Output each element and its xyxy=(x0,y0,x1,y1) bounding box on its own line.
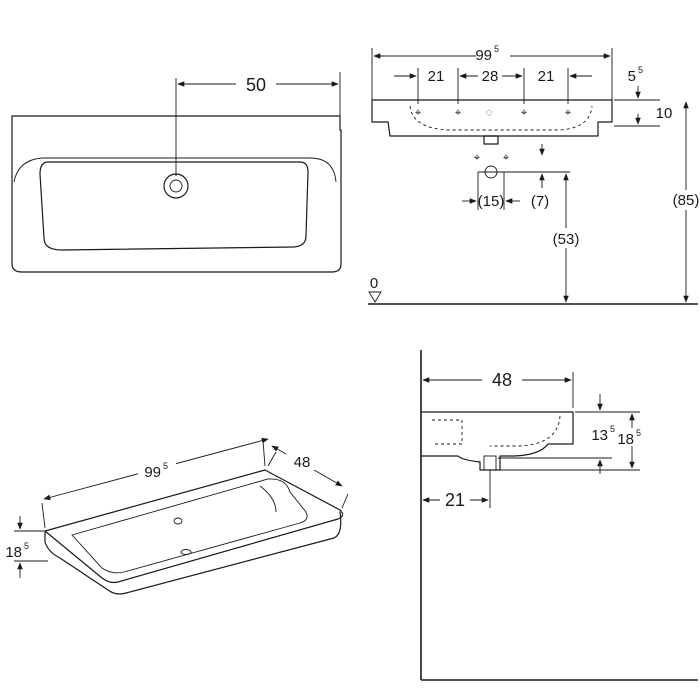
dim-label-waste-height: (53) xyxy=(553,231,580,248)
tap-hole-2-icon: ⌖ xyxy=(455,107,461,119)
basin-side-profile xyxy=(420,411,574,471)
front-view: ⌖ ⌖ ◌ ⌖ ⌖ 99 5 21 28 21 5 5 10 xyxy=(368,44,700,305)
dim-label-mid: 28 xyxy=(482,68,499,85)
dim-label-width: 50 xyxy=(246,75,266,95)
waste-hole-right-icon: ⌖ xyxy=(503,152,509,164)
iso-view: 99 5 48 18 5 xyxy=(5,437,349,595)
dim-label-iso-depth: 48 xyxy=(294,454,311,471)
dim-label-waste-offset: (7) xyxy=(531,193,549,210)
tap-hole-markers: ⌖ ⌖ ◌ ⌖ ⌖ xyxy=(415,107,571,119)
dim-bg xyxy=(548,228,588,248)
dim-bg xyxy=(478,66,502,82)
ext-iso-d xyxy=(267,451,277,467)
overflow-inner-ring xyxy=(169,179,183,193)
side-view: 48 13 5 18 5 21 xyxy=(420,350,698,681)
dim-bg xyxy=(286,450,316,470)
dim-label-side-outer-sup: 5 xyxy=(636,428,641,438)
dim-label-iso-height: 18 xyxy=(5,544,22,561)
dim-label-thickness: 10 xyxy=(656,105,673,122)
dim-label-iso-height-sup: 5 xyxy=(24,541,29,551)
tap-hole-1-icon: ⌖ xyxy=(415,107,421,119)
dim-label-left: 21 xyxy=(428,68,445,85)
basin-outline xyxy=(11,115,342,273)
dim-label-side-waste: 21 xyxy=(445,490,465,510)
waste-spigot xyxy=(483,135,499,145)
dim-bg xyxy=(138,459,176,481)
dim-bg xyxy=(476,44,510,62)
dim-label-bg xyxy=(236,72,276,96)
iso-bowl-floor xyxy=(259,485,277,513)
iso-bowl xyxy=(71,478,308,574)
dim-bg xyxy=(440,488,470,510)
dim-bg xyxy=(620,428,648,446)
ext-iso-r xyxy=(262,440,266,467)
bowl-hidden-line xyxy=(409,105,593,131)
dim-label-side-inner-sup: 5 xyxy=(610,424,615,434)
dim-label-total-height: (85) xyxy=(673,192,700,209)
basin-front-outline xyxy=(371,99,613,137)
dim-label-side-depth: 48 xyxy=(492,370,512,390)
overflow-outer-ring xyxy=(163,173,189,199)
iso-waste-hole xyxy=(180,549,192,555)
dim-label-side-inner: 13 xyxy=(591,427,608,444)
dim-bg xyxy=(670,190,700,210)
bowl-inner-hidden xyxy=(490,415,561,447)
ext-iso-d2 xyxy=(341,493,349,509)
iso-top-face xyxy=(44,469,344,584)
top-view: 50 xyxy=(11,72,342,273)
floor-level-label: 0 xyxy=(370,275,378,292)
floor-level-marker-icon xyxy=(368,291,382,303)
iso-overflow-hole xyxy=(173,517,183,525)
dim-label-total-sup: 5 xyxy=(494,44,499,54)
dim-label-right: 21 xyxy=(538,68,555,85)
tap-hole-3-icon: ◌ xyxy=(486,107,493,119)
dim-label-side-outer: 18 xyxy=(617,431,634,448)
dim-label-total: 99 xyxy=(475,47,492,64)
tap-hole-5-icon: ⌖ xyxy=(565,107,571,119)
ext-iso-l xyxy=(41,502,46,529)
basin-bowl xyxy=(39,161,309,251)
waste-side-spigot xyxy=(483,455,497,471)
iso-front-face xyxy=(44,511,342,595)
dim-label-waste-spacing: (15) xyxy=(478,193,505,210)
dim-label-iso-length: 99 xyxy=(144,464,161,481)
dim-label-iso-length-sup: 5 xyxy=(163,461,168,471)
tap-hole-4-icon: ⌖ xyxy=(521,107,527,119)
waste-hole-left-icon: ⌖ xyxy=(474,152,480,164)
dim-label-rim-sup: 5 xyxy=(638,65,643,75)
bowl-hidden-side xyxy=(432,419,463,445)
dim-bg xyxy=(482,368,522,390)
dim-label-rim: 5 xyxy=(628,68,636,85)
